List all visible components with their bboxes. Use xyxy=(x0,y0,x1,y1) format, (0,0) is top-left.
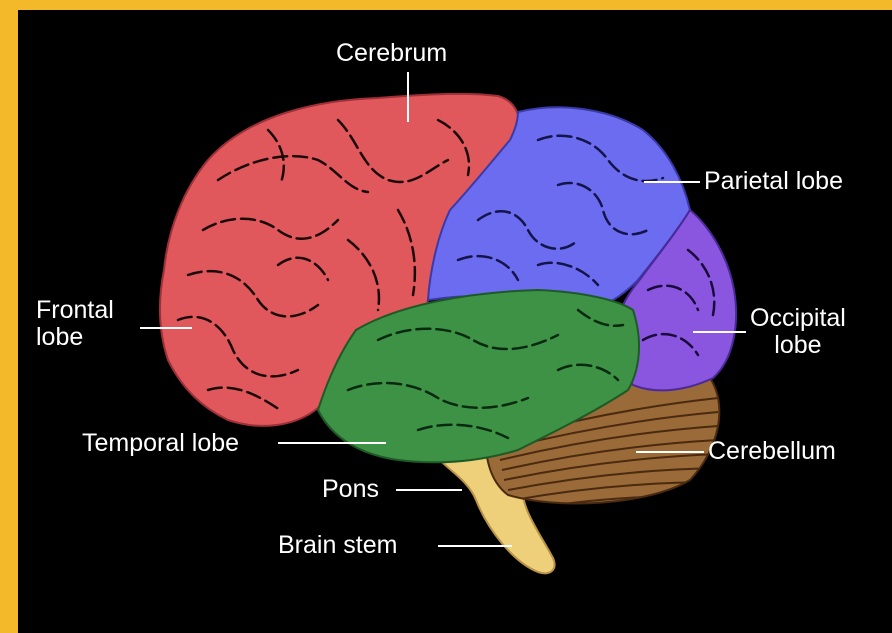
frontal-lobe-label: Frontal lobe xyxy=(36,297,114,351)
frontal-lobe-label-line-2: lobe xyxy=(36,324,114,351)
cerebrum-label: Cerebrum xyxy=(336,40,447,67)
occipital-lobe-label-line-1: Occipital xyxy=(750,305,846,332)
parietal-lobe-label: Parietal lobe xyxy=(704,168,843,195)
occipital-lobe-label: Occipital lobe xyxy=(750,305,846,359)
frontal-lobe-label-line-1: Frontal xyxy=(36,297,114,324)
cerebellum-label: Cerebellum xyxy=(708,438,836,465)
diagram-frame: Cerebrum Parietal lobe Frontal lobe Occi… xyxy=(18,10,892,633)
occipital-lobe-label-line-2: lobe xyxy=(750,332,846,359)
temporal-lobe-label: Temporal lobe xyxy=(82,430,239,457)
brain-stem-label: Brain stem xyxy=(278,532,397,559)
pons-label: Pons xyxy=(322,476,379,503)
